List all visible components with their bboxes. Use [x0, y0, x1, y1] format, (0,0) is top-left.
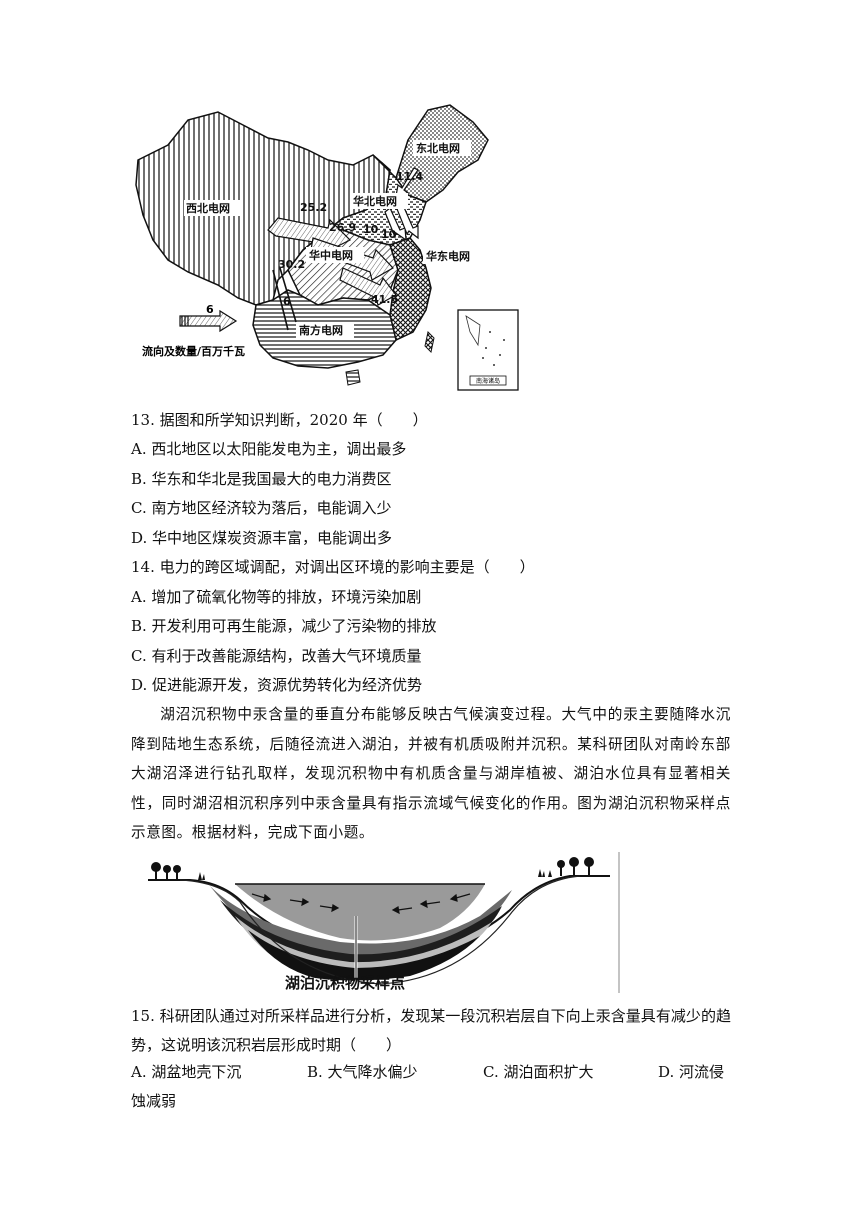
q13-option-d[interactable]: D. 华中地区煤炭资源丰富，电能调出多: [131, 529, 393, 547]
flow-value: 6: [283, 295, 291, 308]
north-label: 华北电网: [353, 194, 397, 208]
legend-label: 流向及数量/百万千瓦: [142, 344, 245, 358]
taiwan-island: [424, 330, 435, 354]
east-region: [389, 237, 432, 342]
lake-water: [235, 884, 485, 941]
central-label: 华中电网: [309, 248, 353, 262]
northeast-label: 东北电网: [416, 141, 460, 155]
q14-option-a[interactable]: A. 增加了硫氧化物等的排放，环境污染加剧: [131, 588, 422, 606]
lake-sediment-diagram: 湖泊沉积物采样点: [148, 852, 620, 993]
q13-option-c[interactable]: C. 南方地区经济较为落后，电能调入少: [131, 499, 392, 517]
q13-option-a[interactable]: A. 西北地区以太阳能发电为主，调出最多: [131, 440, 407, 458]
flow-value: 30.2: [278, 258, 305, 271]
q15-option-c[interactable]: C. 湖泊面积扩大: [483, 1063, 594, 1081]
south-sea-inset: 南海诸岛: [457, 309, 519, 391]
q15-option-a[interactable]: A. 湖盆地壳下沉: [131, 1063, 242, 1081]
flow-value: 10: [363, 223, 379, 236]
flow-value: 26.9: [329, 221, 356, 234]
reading-passage: 湖沼沉积物中汞含量的垂直分布能够反映古气候演变过程。大气中的汞主要随降水沉降到陆…: [131, 706, 731, 841]
flow-value: 25.2: [300, 201, 327, 214]
northwest-label: 西北电网: [186, 201, 230, 215]
flow-value: 10: [381, 228, 397, 241]
flow-value: 41.5: [371, 293, 398, 306]
q13-stem: 13. 据图和所学知识判断，2020 年（ ）: [131, 411, 428, 429]
trees-right: [538, 857, 594, 877]
q15-stem: 15. 科研团队通过对所采样品进行分析，发现某一段沉积岩层自下向上汞含量具有减少…: [131, 1007, 731, 1054]
map-legend: 6 流向及数量/百万千瓦: [142, 303, 245, 358]
q13-option-b[interactable]: B. 华东和华北是我国最大的电力消费区: [131, 470, 392, 488]
east-label: 华东电网: [426, 249, 470, 263]
legend-value: 6: [206, 303, 214, 316]
inset-label: 南海诸岛: [476, 377, 500, 385]
q14-stem: 14. 电力的跨区域调配，对调出区环境的影响主要是（ ）: [131, 558, 535, 576]
power-grid-map: 西北电网 东北电网 华北电网 华中电网 华东电网 南方电网 11.4 25.2 …: [135, 104, 519, 391]
q15-option-b[interactable]: B. 大气降水偏少: [307, 1063, 418, 1081]
q14-option-b[interactable]: B. 开发利用可再生能源，减少了污染物的排放: [131, 617, 437, 635]
q15-option-d[interactable]: D. 河流侵: [658, 1063, 725, 1081]
trees-left: [151, 862, 205, 880]
q14-option-d[interactable]: D. 促进能源开发，资源优势转化为经济优势: [131, 676, 423, 694]
runoff-arrows: [251, 893, 471, 915]
sediment-layer: [248, 930, 480, 981]
lake-caption: 湖泊沉积物采样点: [285, 974, 405, 992]
flow-value: 11.4: [396, 170, 423, 183]
hainan-island: [345, 369, 361, 386]
q14-option-c[interactable]: C. 有利于改善能源结构，改善大气环境质量: [131, 647, 422, 665]
q15-option-d-continuation: 蚀减弱: [131, 1092, 177, 1110]
south-label: 南方电网: [299, 323, 343, 337]
